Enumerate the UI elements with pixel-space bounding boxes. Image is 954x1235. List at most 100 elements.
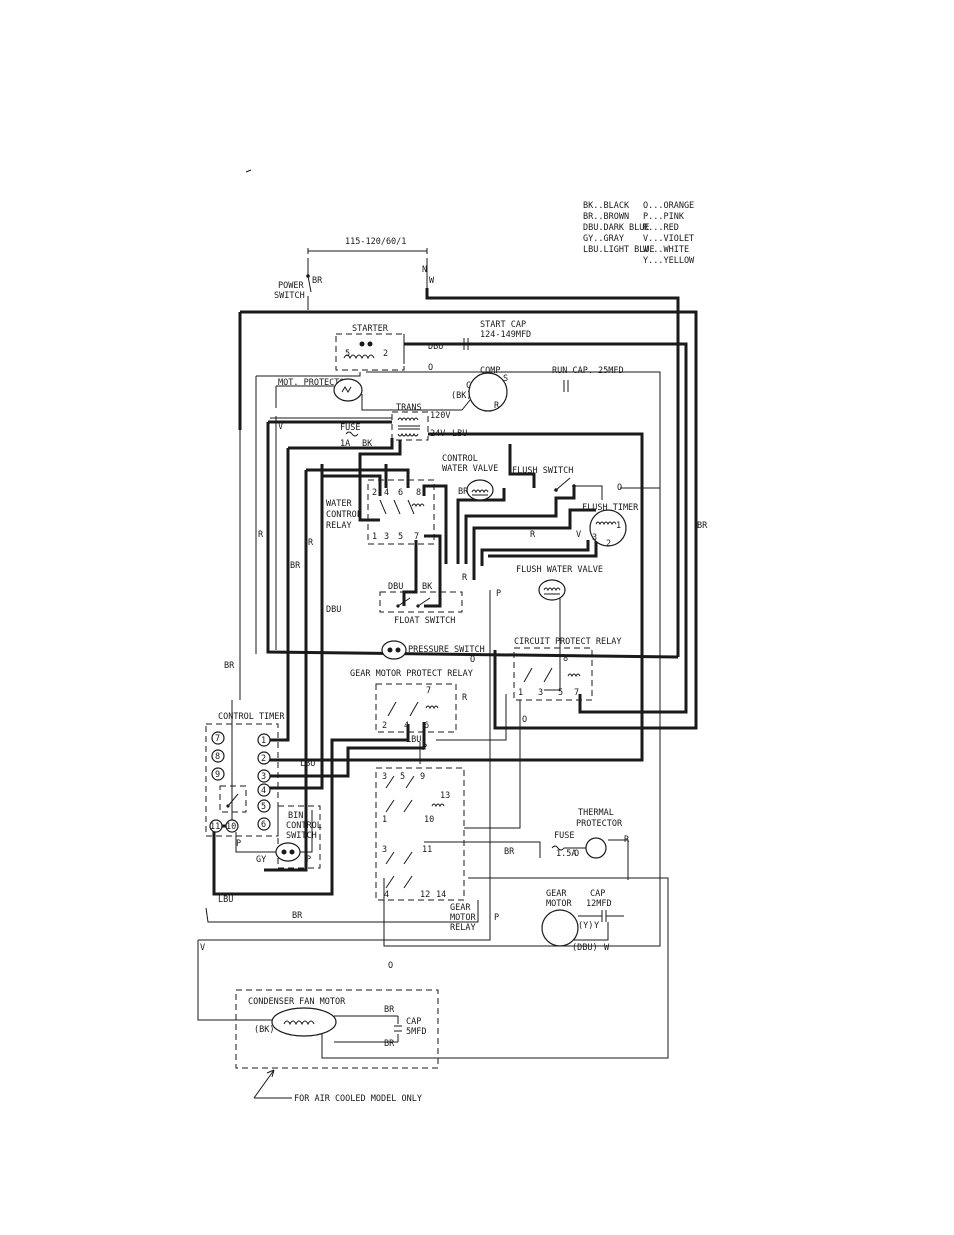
float-switch: DBU BK FLOAT SWITCH	[379, 582, 463, 626]
trans-24v-label: 24V	[430, 429, 445, 439]
wire-gmpr-r	[436, 694, 507, 741]
condenser-fan-motor: CONDENSER FAN MOTOR (BK) BR BR CAP 5MFD	[235, 989, 439, 1069]
o-cpr-label: O	[522, 715, 527, 725]
cwv-coil	[471, 489, 489, 496]
br-left-label: BR	[290, 561, 301, 571]
p-bin-label-2: P	[306, 855, 311, 865]
control-timer-box	[205, 723, 279, 837]
bin-switch-label-2: CONTROL	[286, 821, 322, 831]
cap-cfm-symbol	[394, 1025, 402, 1032]
gmr-terminal-1: 1	[382, 815, 387, 825]
gmr-terminal-3a: 3	[382, 772, 387, 782]
wcr-terminal-7: 7	[414, 532, 419, 542]
timer-term-6-circle	[257, 817, 271, 831]
w-gear-label: W	[604, 943, 610, 953]
bin-switch-wires	[235, 810, 313, 853]
timer-term-3-circle	[257, 769, 271, 783]
starter-coil	[343, 354, 375, 360]
wcr-terminal-3: 3	[384, 532, 389, 542]
o-pressure-label: O	[470, 655, 475, 665]
timer-term-7-circle	[211, 731, 225, 745]
mot-protector-symbol	[333, 378, 363, 402]
wcr-terminal-1: 1	[372, 532, 377, 542]
r-left-label: R	[258, 530, 264, 540]
wcr-label-1: WATER	[326, 499, 352, 509]
wire-br-fuse2	[424, 841, 541, 858]
wire-r-left	[266, 422, 679, 659]
legend-w: W...WHITE	[643, 245, 689, 255]
neutral-label: N	[422, 265, 427, 275]
legend-br: BR..BROWN	[583, 212, 629, 222]
wire-timer-3-gmpr	[264, 722, 426, 778]
air-cooled-note-text: FOR AIR COOLED MODEL ONLY	[294, 1094, 422, 1104]
wire-o-cpr	[464, 700, 521, 829]
w-top-label: W	[429, 276, 435, 286]
r-inner-label: R	[308, 538, 314, 548]
trans-lbu-label: LBU	[452, 429, 467, 439]
flush-water-valve: FLUSH WATER VALVE P	[496, 565, 603, 601]
br-valve-label: BR	[458, 487, 469, 497]
r-gmpr-label: R	[462, 693, 468, 703]
starter: STARTER 5 2	[335, 324, 405, 371]
flush-timer-terminal-3: 3	[592, 533, 597, 543]
dbu-gear-label: (DBU)	[572, 943, 598, 953]
y-gear-label: (Y)	[578, 921, 593, 931]
motor-protector: MOT. PROTECTOR	[278, 378, 363, 402]
starter-box	[335, 333, 405, 371]
gear-motor-label-2: MOTOR	[546, 899, 572, 909]
pressure-switch-dot-2	[395, 647, 401, 653]
wire-wcr-2	[322, 474, 382, 496]
legend-v: V...VIOLET	[643, 234, 694, 244]
gmr-label-1: GEAR	[450, 903, 471, 913]
timer-term-5-circle	[257, 799, 271, 813]
bin-switch-dot-2	[289, 849, 295, 855]
flush-timer-terminal-2: 2	[606, 539, 611, 549]
timer-term-8-circle	[211, 749, 225, 763]
y2-gear-label: Y	[594, 921, 599, 931]
gmr-terminal-11: 11	[422, 845, 432, 855]
compressor-symbol	[468, 372, 508, 412]
secondary-wires	[197, 334, 669, 1059]
p-gmr-label: P	[494, 913, 499, 923]
main-wires	[212, 288, 698, 896]
cpr-terminal-7: 7	[574, 688, 579, 698]
float-contact-1	[396, 604, 400, 608]
wire-wcr-5-float	[402, 540, 418, 606]
wcr-terminal-2: 2	[372, 488, 377, 498]
wire-br-bottom	[321, 877, 669, 1059]
gmr-label-3: RELAY	[450, 923, 476, 933]
lbu-gmpr-label: LBU	[406, 735, 421, 745]
wire-o-comp	[256, 372, 361, 377]
bk-float-label: BK	[422, 582, 433, 592]
comp-r-label: R	[494, 401, 500, 411]
cap-cfm-label-1: CAP	[406, 1017, 421, 1027]
v-left-label: V	[278, 422, 283, 432]
flush-timer-coil	[595, 521, 617, 526]
legend-p: P...PINK	[643, 212, 685, 222]
wire-o-flush	[574, 485, 603, 500]
fuse-2-label: FUSE	[554, 831, 574, 841]
flush-timer-symbol	[589, 509, 627, 547]
dbu-starter-label: DBU	[428, 342, 443, 352]
cwv-label-2: WATER VALVE	[442, 464, 498, 474]
br-fuse2-label: BR	[504, 847, 515, 857]
gmpr-terminal-4: 4	[404, 721, 409, 731]
thermal-protector-symbol	[585, 837, 607, 859]
cfm-box	[235, 989, 439, 1069]
wire-dbu-timer	[264, 464, 324, 790]
wire-flush-o-right	[620, 487, 661, 580]
fuse-2-symbol	[551, 845, 586, 851]
gy-bin-label: GY	[256, 855, 266, 865]
wire-fuse-bk	[288, 438, 394, 450]
timer-term-9: 9	[215, 770, 220, 780]
thermal-protector-label-2: PROTECTOR	[576, 819, 623, 829]
timer-term-10: 10	[226, 822, 236, 832]
bin-switch-label-1: BIN	[288, 811, 303, 821]
lbu-bottom-label: LBU	[218, 895, 233, 905]
dbu-float-label: DBU	[388, 582, 403, 592]
timer-switch-box	[219, 785, 247, 813]
dbu-vert-label: DBU	[326, 605, 341, 615]
supply-label: 115-120/60/1	[345, 237, 406, 247]
pressure-switch: PRESSURE SWITCH O	[381, 640, 485, 665]
timer-term-6: 6	[261, 820, 266, 830]
